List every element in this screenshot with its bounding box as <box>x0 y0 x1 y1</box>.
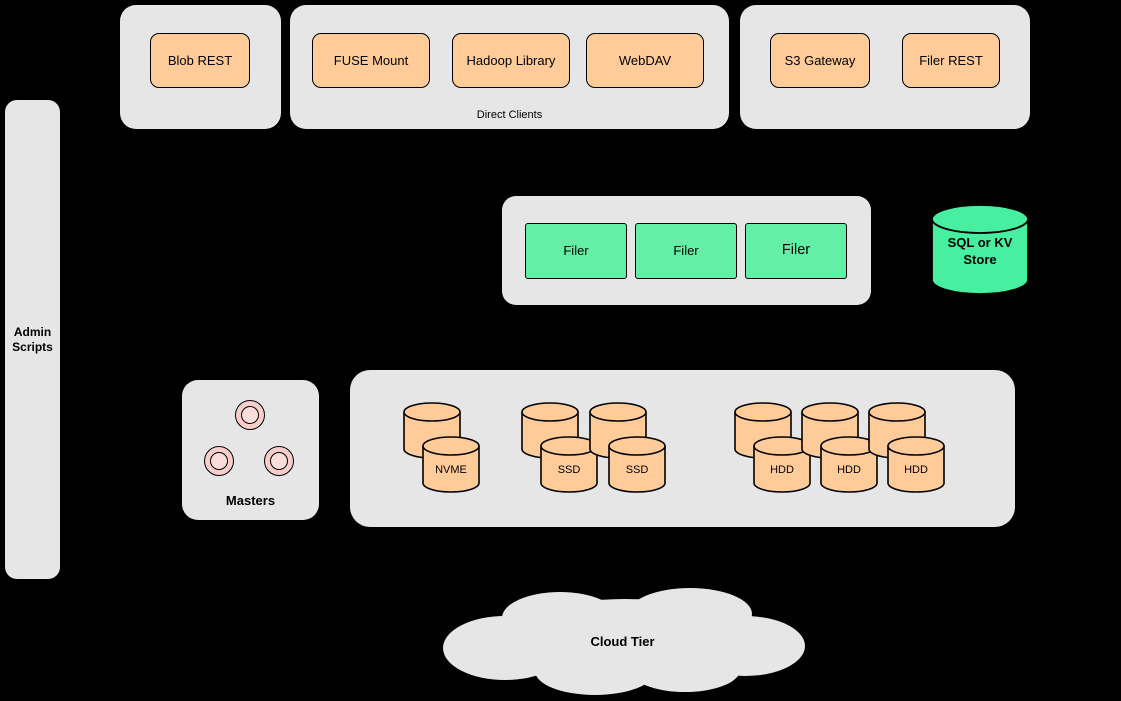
masters-label: Masters <box>225 493 276 508</box>
disk-label: SSD <box>626 464 649 476</box>
hdd-disk-stack: HDD <box>800 402 882 496</box>
filer-node-2: Filer <box>635 223 737 279</box>
master-node-icon <box>235 400 265 430</box>
filer-cluster-group: Filer Filer Filer <box>502 196 871 305</box>
nvme-disk-stack: NVME <box>402 402 484 496</box>
fuse-mount-node: FUSE Mount <box>312 33 430 88</box>
cloud-tier-label: Cloud Tier <box>590 634 655 649</box>
disk-cylinder-icon: HDD <box>887 436 945 493</box>
master-node-inner-ring <box>210 452 228 470</box>
metadata-store-label: SQL or KV Store <box>947 235 1013 267</box>
database-cylinder-icon <box>931 204 1029 295</box>
blob-rest-group: Blob REST <box>120 5 281 129</box>
disk-label: NVME <box>435 464 467 476</box>
s3-gateway-node: S3 Gateway <box>770 33 870 88</box>
blob-rest-node: Blob REST <box>150 33 250 88</box>
ssd-disk-stack: SSD <box>588 402 670 496</box>
hdd-disk-stack: HDD <box>733 402 815 496</box>
disk-cylinder-icon: HDD <box>753 436 811 493</box>
master-node-icon <box>204 446 234 476</box>
disk-label: SSD <box>558 464 581 476</box>
disk-label: HDD <box>904 464 928 476</box>
webdav-node: WebDAV <box>586 33 704 88</box>
admin-scripts-label: Admin Scripts <box>12 324 53 354</box>
filer-node-3: Filer <box>745 223 847 279</box>
master-node-icon <box>264 446 294 476</box>
filer-node-1: Filer <box>525 223 627 279</box>
disk-cylinder-icon: HDD <box>820 436 878 493</box>
disk-cylinder-icon: NVME <box>422 436 480 493</box>
admin-scripts-panel: Admin Scripts <box>5 100 60 579</box>
hdd-disk-stack: HDD <box>867 402 949 496</box>
ssd-disk-stack: SSD <box>520 402 602 496</box>
disk-label: HDD <box>837 464 861 476</box>
disk-cylinder-icon: SSD <box>540 436 598 493</box>
master-node-inner-ring <box>241 406 259 424</box>
direct-clients-caption: Direct Clients <box>476 109 543 121</box>
master-node-inner-ring <box>270 452 288 470</box>
disk-label: HDD <box>770 464 794 476</box>
gateway-group: S3 Gateway Filer REST <box>740 5 1030 129</box>
cloud-shape-icon <box>443 588 805 695</box>
direct-clients-group: FUSE Mount Hadoop Library WebDAV Direct … <box>290 5 729 129</box>
masters-group: Masters <box>182 380 319 520</box>
filer-rest-node: Filer REST <box>902 33 1000 88</box>
disk-cylinder-icon: SSD <box>608 436 666 493</box>
hadoop-library-node: Hadoop Library <box>452 33 570 88</box>
